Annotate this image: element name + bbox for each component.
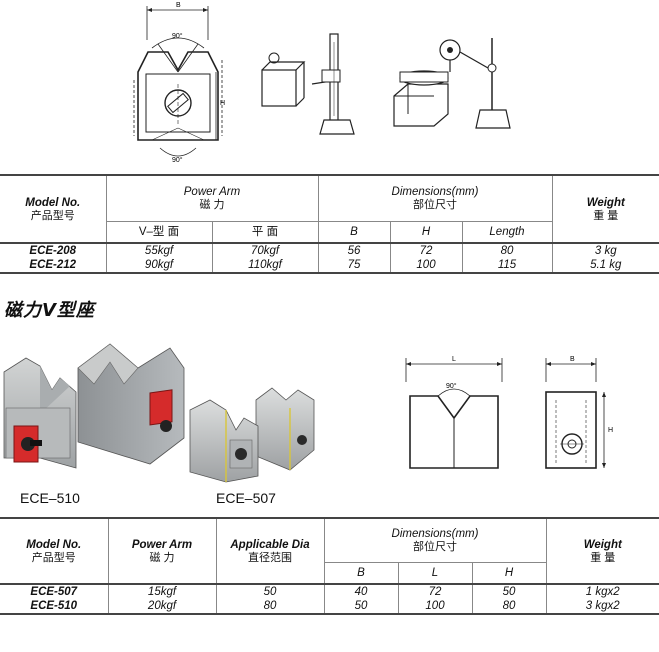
table-row: ECE-212 90kgf 110kgf 75 100 115 5.1 kg (0, 258, 659, 274)
dim-h-label: H (220, 100, 225, 107)
table-row: ECE-510 20kgf 80 50 100 80 3 kgx2 (0, 599, 659, 615)
sub-l: L (397, 561, 473, 584)
power-arm-header: Power Arm 磁 力 (105, 174, 319, 221)
applicable-dia-header: Applicable Dia 直径范围 (215, 517, 325, 584)
v-block-l-drawing: L 90° (405, 356, 503, 469)
angle-bottom-label: 90° (172, 156, 183, 164)
angle-label: 90° (446, 382, 457, 390)
weight-header: Weight 重 量 (545, 517, 659, 584)
sub-flat-face: 平 面 (211, 220, 319, 243)
model-header: Model No. 产品型号 (0, 517, 109, 584)
ece-507-label: ECE–507 (216, 490, 276, 506)
model-header: Model No. 产品型号 (0, 174, 107, 243)
dim-l-label: L (452, 356, 456, 363)
sub-v-face: V–型 面 (106, 220, 213, 243)
weight-header: Weight 重 量 (551, 174, 659, 243)
v-block-front-drawing: B 90° 90° H (133, 2, 225, 164)
angle-top-label: 90° (172, 32, 183, 40)
dim-h-label-side: H (608, 427, 613, 434)
table-row: ECE-208 55kgf 70kgf 56 72 80 3 kg (0, 242, 659, 258)
sub-b: B (324, 561, 399, 584)
ece-507-photo (189, 387, 315, 483)
dimensions-header: Dimensions(mm) 部位尺寸 (317, 174, 553, 221)
dial-indicator-stand-sketch (393, 38, 511, 129)
power-arm-header: Power Arm 磁 力 (107, 517, 217, 584)
dim-b-label: B (176, 2, 181, 9)
dimensions-header: Dimensions(mm) 部位尺寸 (323, 517, 547, 562)
ece-510-photo (3, 343, 185, 469)
ece-510-label: ECE–510 (20, 490, 80, 506)
section-title: 磁力V型座 (4, 300, 95, 321)
power-arm-spec-table: Model No. 产品型号 Power Arm 磁 力 Dimensions(… (0, 174, 659, 274)
sub-h: H (389, 220, 463, 243)
table-row: ECE-507 15kgf 50 40 72 50 1 kgx2 (0, 583, 659, 599)
dim-b-label-side: B (570, 356, 575, 363)
v-block-side-drawing: B H (545, 356, 613, 469)
height-gauge-sketch (261, 33, 355, 135)
sub-length: Length (461, 220, 552, 243)
v-block-spec-table: Model No. 产品型号 Power Arm 磁 力 Applicable … (0, 517, 659, 615)
sub-b: B (317, 220, 391, 243)
sub-h: H (471, 561, 546, 584)
